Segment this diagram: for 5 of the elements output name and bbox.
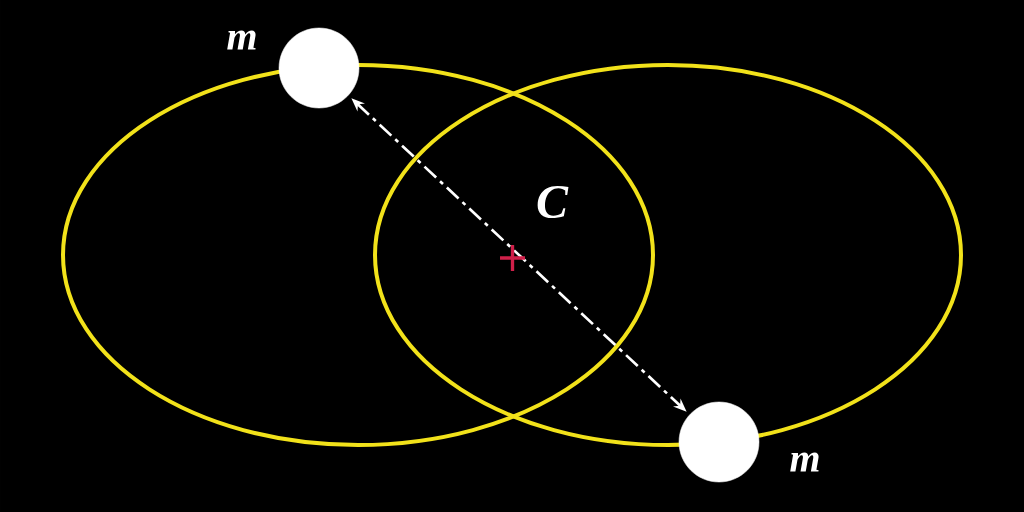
mass-label: m xyxy=(790,452,819,472)
point-label: C xyxy=(537,185,569,219)
mass-label: m xyxy=(227,30,256,50)
mass-circle xyxy=(278,27,360,109)
mass-circle xyxy=(678,401,760,483)
